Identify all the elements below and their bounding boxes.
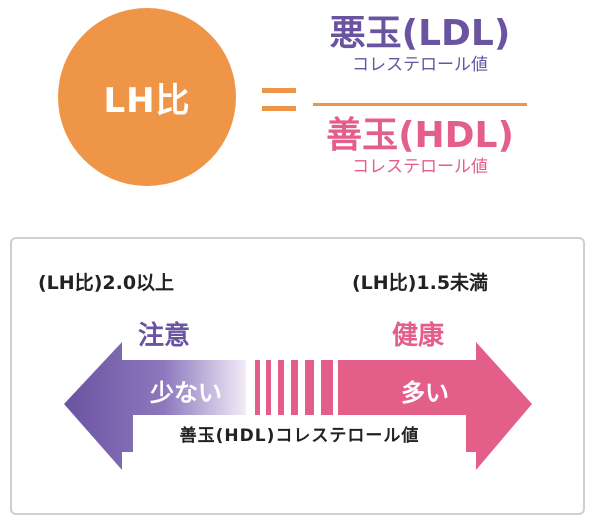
less-label: 少ない xyxy=(150,379,222,407)
hdl-axis-box: 善玉(HDL)コレステロール値 xyxy=(133,415,466,452)
ldl-subtitle: コレステロール値 xyxy=(352,55,488,75)
hdl-title: 善玉(HDL) xyxy=(326,115,514,156)
hdl-axis-label: 善玉(HDL)コレステロール値 xyxy=(179,426,420,446)
lh-ratio-label: LH比 xyxy=(103,80,191,121)
left-condition: (LH比)2.0以上 xyxy=(38,272,175,294)
equals-sign xyxy=(262,88,296,124)
healthy-status: 健康 xyxy=(392,321,445,351)
caution-status: 注意 xyxy=(138,321,191,351)
more-label: 多い xyxy=(401,379,449,407)
right-condition: (LH比)1.5未満 xyxy=(352,272,489,294)
numerator: 悪玉(LDL) コレステロール値 xyxy=(313,14,527,76)
lh-ratio-circle: LH比 xyxy=(58,8,236,186)
ldl-title: 悪玉(LDL) xyxy=(329,13,511,54)
hdl-subtitle: コレステロール値 xyxy=(352,157,488,177)
fraction-bar xyxy=(313,103,527,106)
denominator: 善玉(HDL) コレステロール値 xyxy=(313,116,527,178)
